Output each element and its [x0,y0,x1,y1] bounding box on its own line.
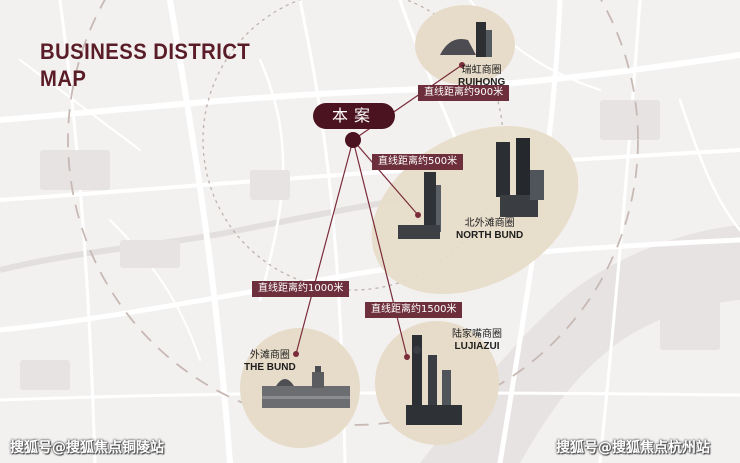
map-title-line1: BUSINESS DISTRICT [40,39,251,64]
area-name-en: NORTH BUND [456,230,524,241]
building-blocks [20,100,720,390]
area-label-lujiazui: 陆家嘴商圈 LUJIAZUI [452,328,502,353]
north-bund-buildings [398,138,544,239]
the-bund-buildings [262,366,350,408]
area-name-en: LUJIAZUI [454,341,500,352]
distance-label-north-bund: 直线距离约500米 [372,154,464,170]
area-name-en: THE BUND [244,362,296,373]
distance-label-the-bund: 直线距离约1000米 [252,281,350,297]
connector-lines [295,64,463,358]
distance-label-lujiazui: 直线距离约1500米 [365,302,463,318]
ruihong-buildings [440,22,492,57]
distance-label-ruihong: 直线距离约900米 [418,85,510,101]
creek [0,197,401,273]
map-title: BUSINESS DISTRICT MAP [40,38,250,92]
area-name-cn: 外滩商圈 [249,350,290,361]
watermark-left: 搜狐号@搜狐焦点铜陵站 [10,440,164,456]
river [420,225,740,463]
area-label-ruihong: 瑞虹商圈 RUIHONG [458,64,505,89]
area-name-cn: 瑞虹商圈 [461,65,502,76]
map-title-line2: MAP [40,66,87,91]
area-name-cn: 陆家嘴商圈 [452,329,502,340]
area-name-cn: 北外滩商圈 [464,218,515,229]
area-label-the-bund: 外滩商圈 THE BUND [244,349,296,374]
project-location-pin-icon [345,132,361,148]
area-name-en: RUIHONG [458,77,506,88]
lujiazui-buildings [406,335,462,425]
connector-ends [293,62,465,360]
project-location-label: 本案 [313,103,395,129]
area-label-north-bund: 北外滩商圈 NORTH BUND [456,217,523,242]
watermark-right: 搜狐号@搜狐焦点杭州站 [556,440,710,456]
